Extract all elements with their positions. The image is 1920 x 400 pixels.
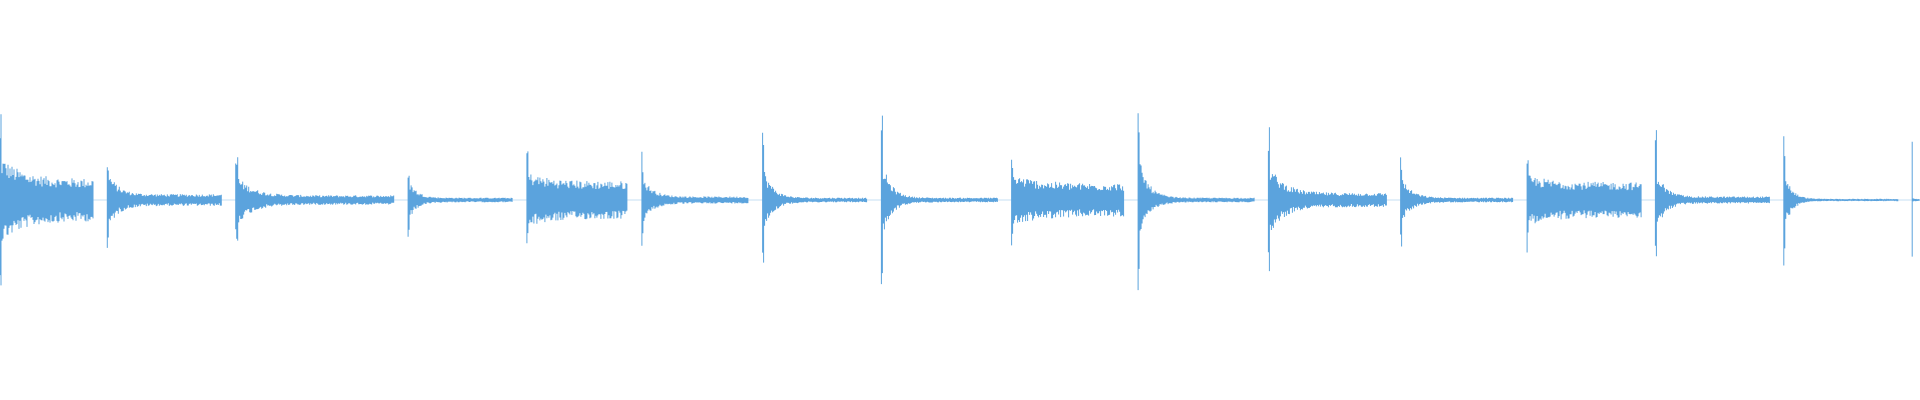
waveform-signal — [0, 113, 1920, 291]
